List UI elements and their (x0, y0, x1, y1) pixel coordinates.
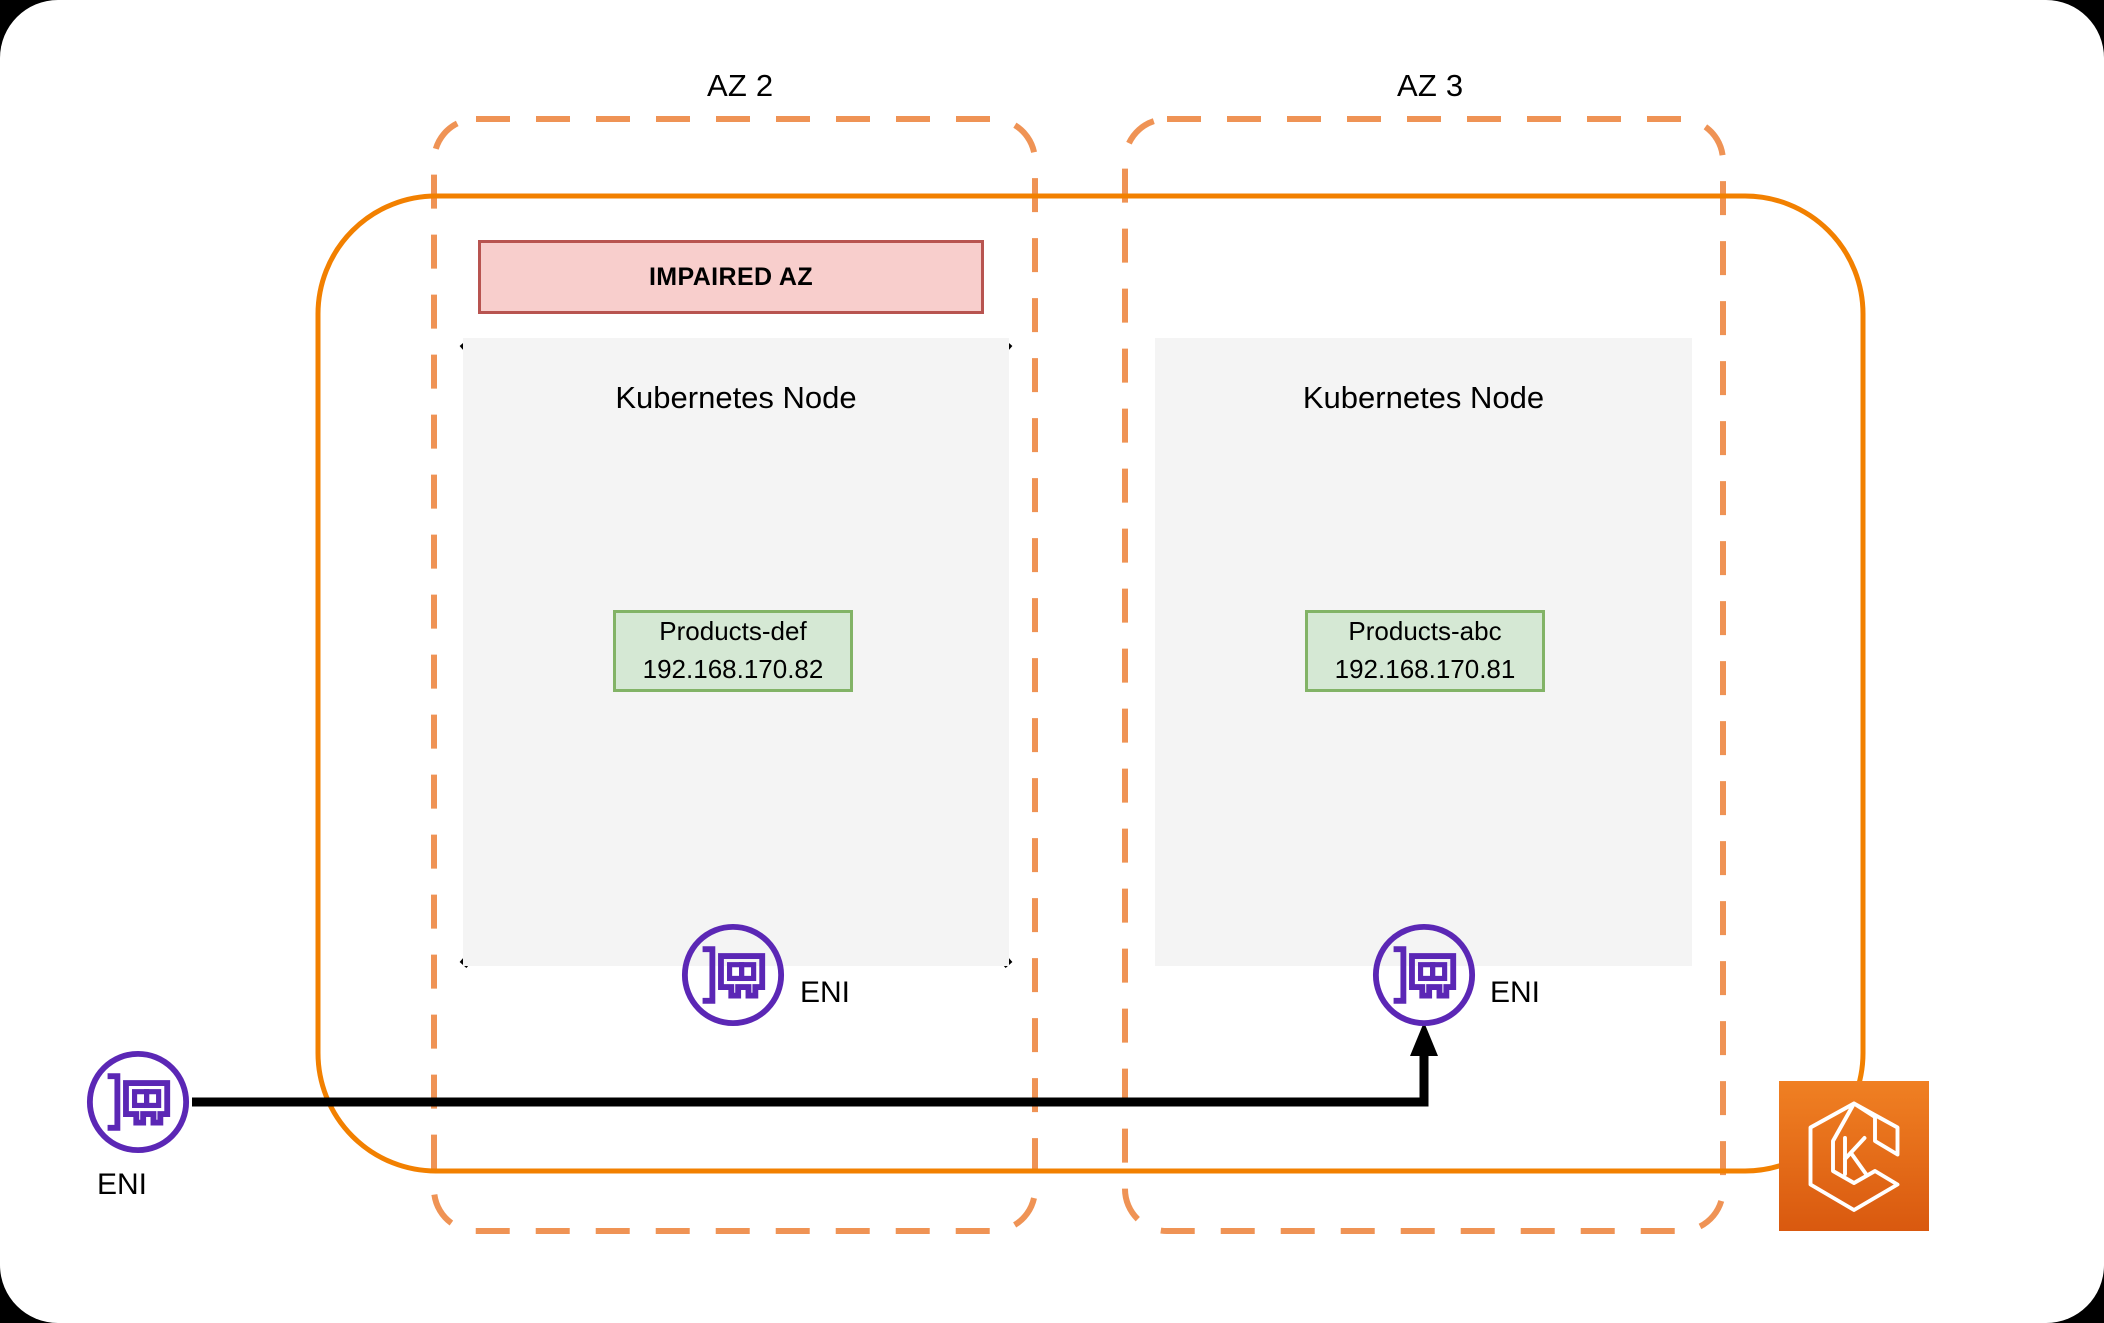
az-3-pod-name: Products-abc (1348, 616, 1502, 647)
az-2-label: AZ 2 (707, 68, 774, 103)
impaired-az-banner: IMPAIRED AZ (478, 240, 984, 314)
network-interface-card-icon (681, 923, 785, 1027)
az-3-pod-ip: 192.168.170.81 (1334, 654, 1516, 684)
az-2-pod-products-def: Products-def 192.168.170.82 (613, 610, 853, 692)
cluster-boundary (315, 193, 1866, 1174)
network-interface-card-icon (1372, 923, 1476, 1027)
az-3-eni-icon (1369, 920, 1479, 1035)
external-eni-icon (83, 1047, 193, 1162)
az-2-node-label: Kubernetes Node (615, 380, 857, 415)
amazon-eks-icon (1808, 1101, 1900, 1212)
az-3-boundary (1122, 116, 1726, 1234)
traffic-connector-arrowhead (1410, 1022, 1438, 1056)
az-2-eni-label: ENI (800, 976, 851, 1009)
network-interface-card-icon (86, 1050, 190, 1154)
az-3-node-label: Kubernetes Node (1302, 380, 1545, 415)
az-3-eni-label: ENI (1490, 976, 1541, 1009)
az-2-pod-name: Products-def (659, 616, 807, 647)
az-3-label: AZ 3 (1397, 68, 1464, 103)
impaired-az-text: IMPAIRED AZ (648, 262, 814, 291)
az-3-pod-products-abc: Products-abc 192.168.170.81 (1305, 610, 1545, 692)
amazon-eks-logo (1779, 1081, 1929, 1231)
az-2-eni-icon (678, 920, 788, 1035)
az-2-boundary (431, 116, 1038, 1234)
external-eni-label: ENI (97, 1168, 148, 1201)
az-2-pod-ip: 192.168.170.82 (642, 654, 824, 684)
traffic-connector (192, 1048, 1429, 1107)
